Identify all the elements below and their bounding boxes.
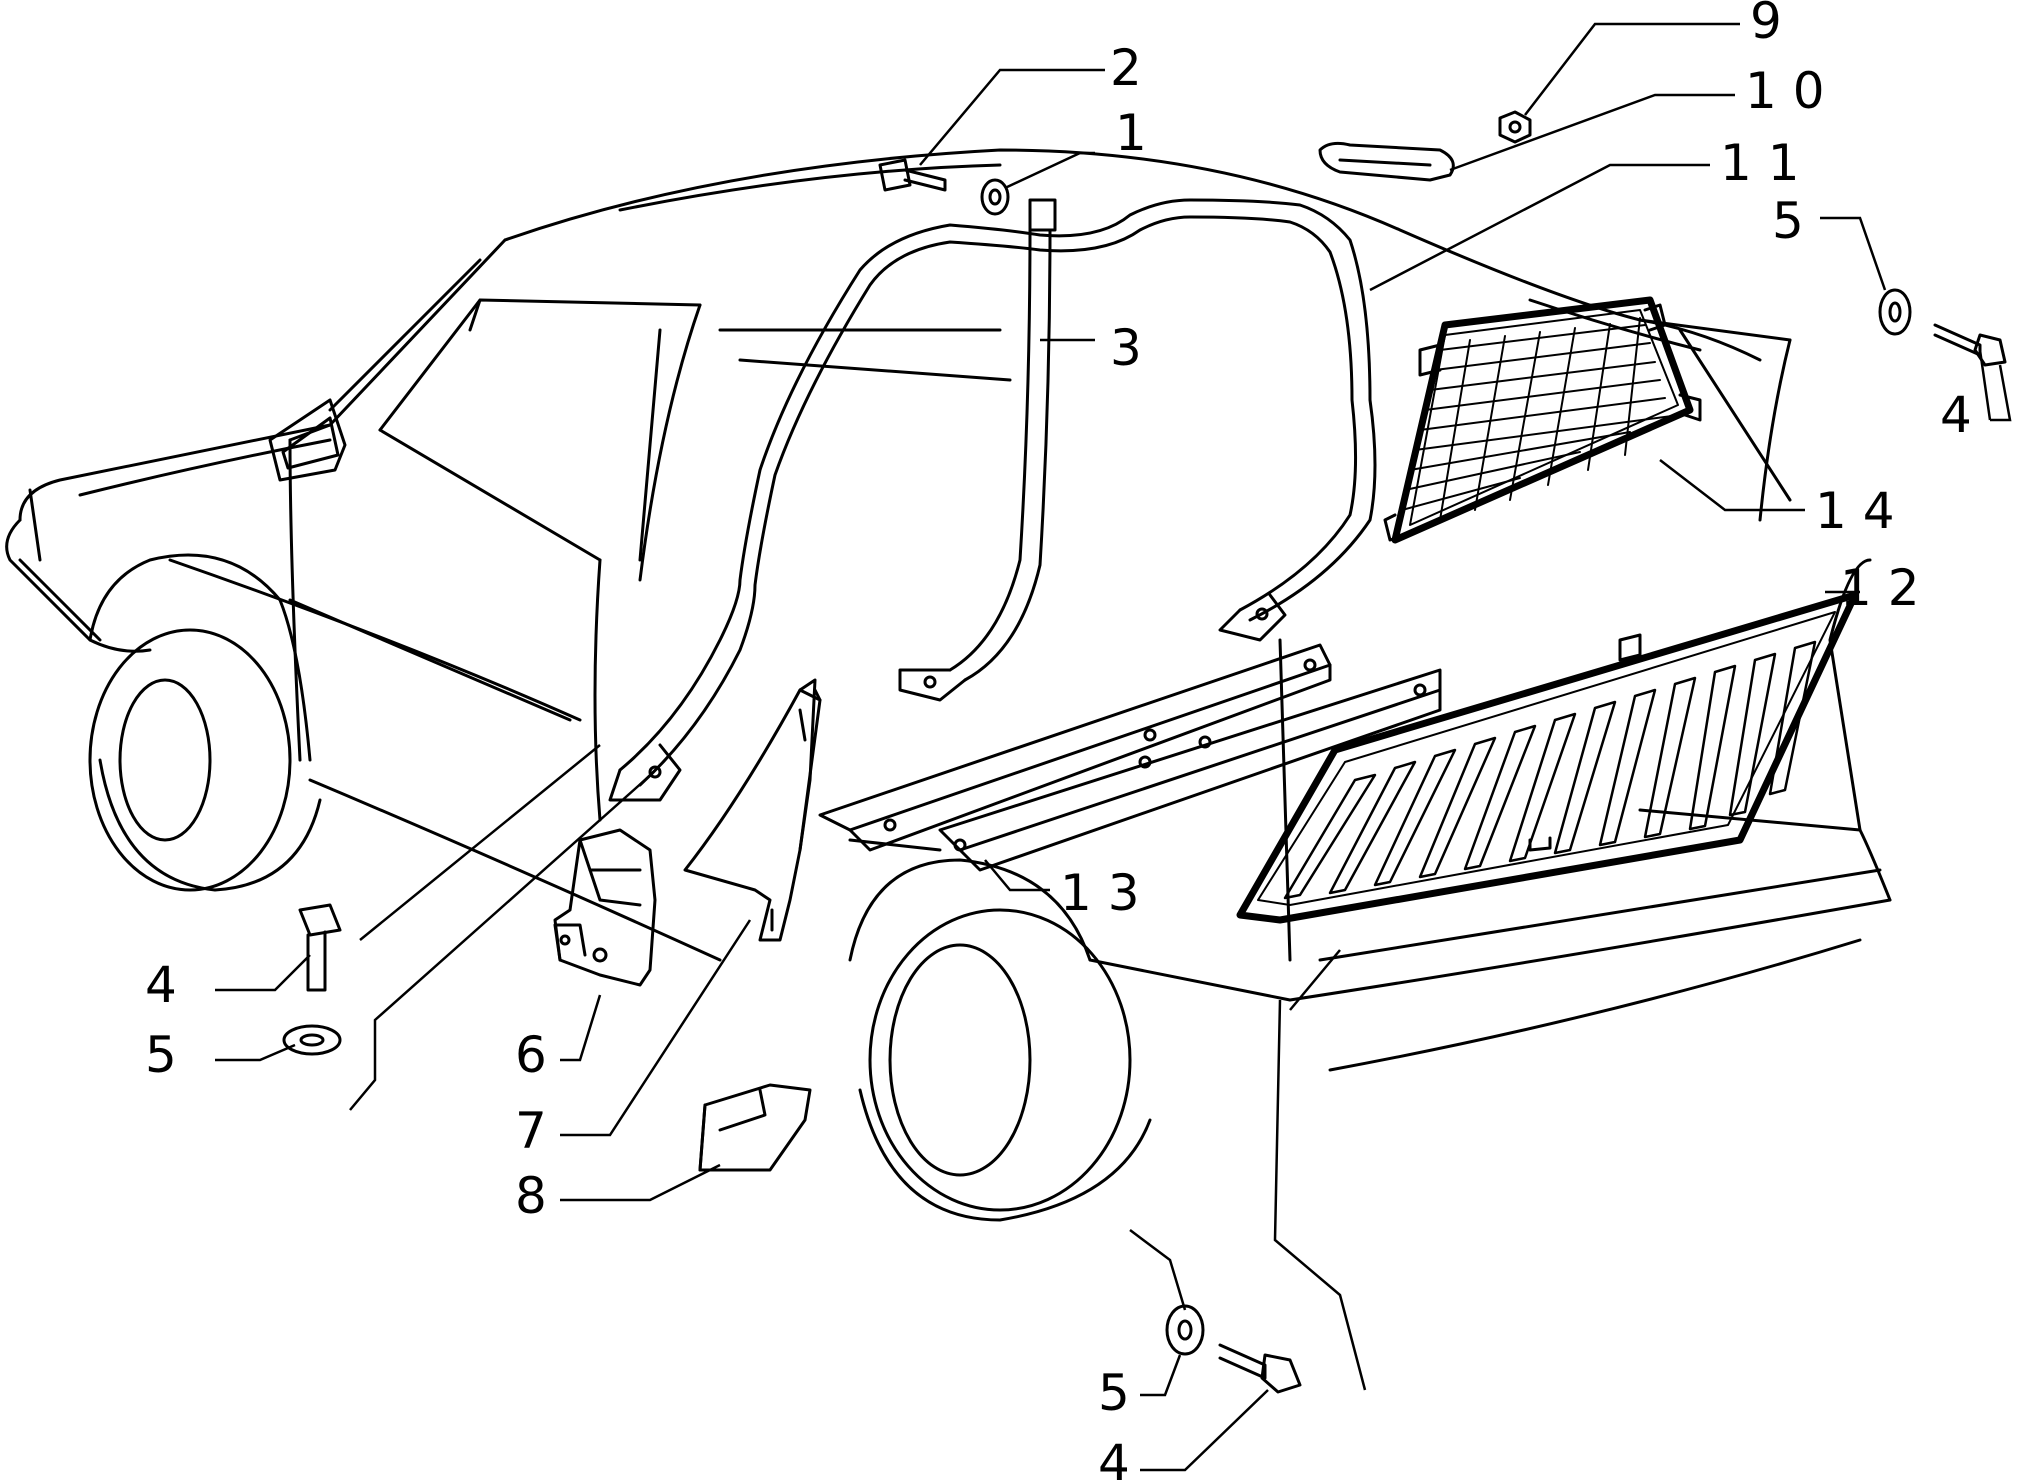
callout-labels: 2 1 3 9 1 0 1 1 5 4 1 4 1 2 1 3 4 5 6 7 … (145, 0, 1972, 1483)
callout-4-upper-right: 4 (1940, 386, 1972, 444)
callout-6: 6 (515, 1026, 547, 1084)
callout-1: 1 (1115, 104, 1147, 162)
roll-bar-part-11 (608, 198, 1377, 802)
diagonal-brace-part-3 (898, 198, 1057, 702)
callout-4-left: 4 (145, 956, 177, 1014)
callout-8: 8 (515, 1167, 547, 1225)
callout-10: 1 0 (1745, 62, 1825, 120)
window-grille-part-14 (1383, 296, 1702, 544)
washer-part-5-left (282, 1024, 342, 1056)
callout-5-bottom: 5 (1098, 1364, 1130, 1422)
bolt-part-4-left (298, 903, 342, 992)
washer-part-5-bottom (1165, 1304, 1205, 1356)
washer-part-5-upper-right (1878, 288, 1912, 336)
callout-7: 7 (515, 1102, 547, 1160)
callout-11: 1 1 (1720, 134, 1800, 192)
callout-9: 9 (1750, 0, 1782, 50)
bolt-part-2 (878, 158, 947, 192)
floor-rail-part-13 (818, 643, 1442, 872)
callout-4-bottom: 4 (1098, 1434, 1130, 1483)
callout-13: 1 3 (1060, 864, 1140, 922)
nut-part-9 (1498, 110, 1532, 144)
bolt-part-4-upper-right (1933, 323, 2007, 367)
washer-part-1 (980, 178, 1010, 216)
callout-5-left: 5 (145, 1026, 177, 1084)
leader-lines (215, 22, 2012, 1472)
clamp-plate-part-10 (1318, 141, 1455, 182)
callout-5-upper-right: 5 (1772, 192, 1804, 250)
tailgate-grille-part-12 (1236, 591, 1859, 924)
callout-3: 3 (1110, 319, 1142, 377)
callout-2: 2 (1110, 39, 1142, 97)
bracket-part-8 (698, 1083, 812, 1172)
side-bracket-part-7 (683, 678, 822, 942)
bracket-part-6 (553, 828, 657, 987)
bolt-part-4-bottom (1218, 1343, 1302, 1394)
car-body-outline (5, 148, 1892, 1222)
callout-12: 1 2 (1840, 559, 1920, 617)
callout-14: 1 4 (1815, 482, 1895, 540)
